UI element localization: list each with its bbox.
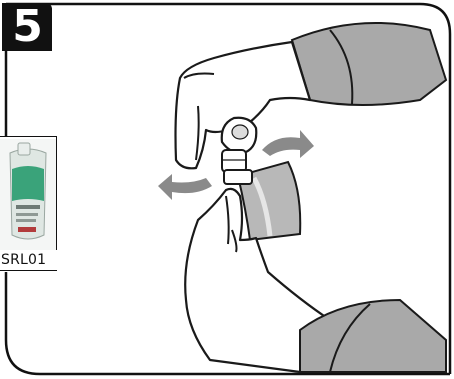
twist-arrow-left — [158, 174, 212, 200]
upper-sleeve — [290, 21, 448, 106]
product-card: SRL01 — [0, 136, 57, 271]
product-pouch-image — [0, 139, 56, 251]
product-code-label: SRL01 — [0, 250, 57, 270]
twist-arrow-right — [262, 130, 314, 158]
pouch-cap — [221, 149, 247, 173]
step-number-badge: 5 — [2, 3, 52, 51]
lower-sleeve — [299, 298, 447, 373]
lower-hand — [184, 187, 332, 374]
step-number: 5 — [12, 1, 43, 52]
